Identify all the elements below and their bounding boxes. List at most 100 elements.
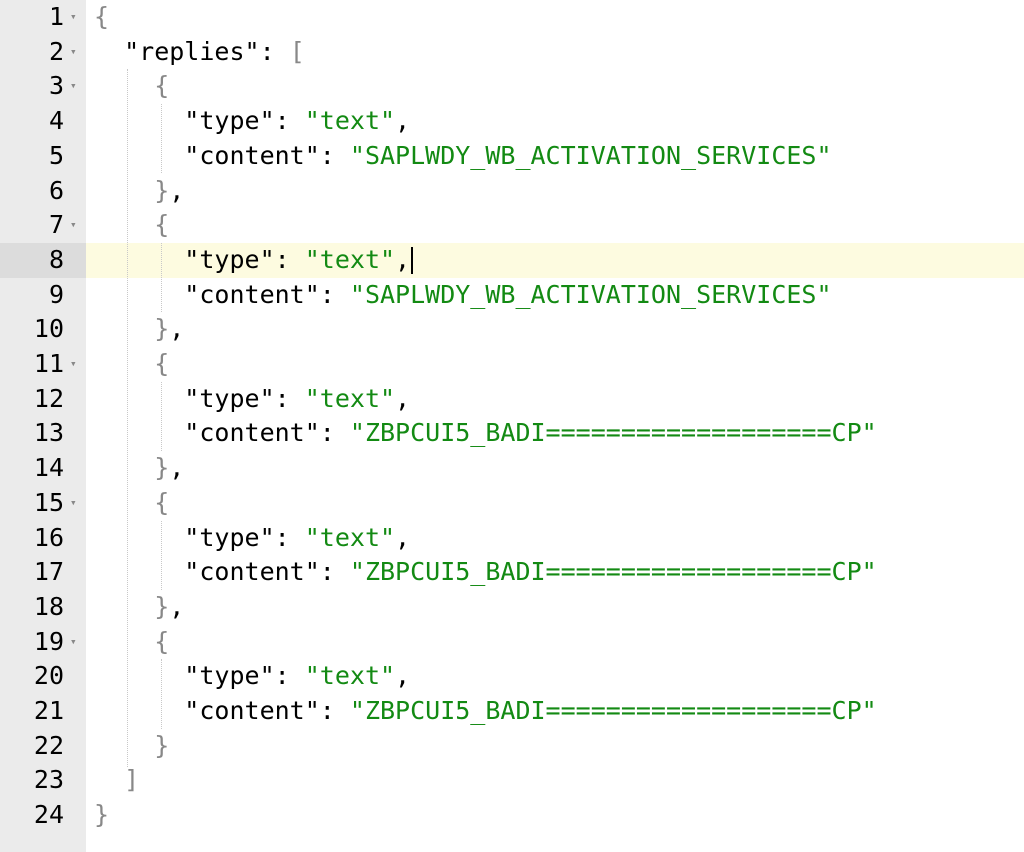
punctuation-token: , [169, 314, 185, 344]
line-number: 23 [33, 765, 64, 795]
punctuation-token: : [274, 244, 305, 274]
indent-guide [127, 69, 128, 768]
line-number-cell: 7▾ [0, 208, 86, 243]
line-number-gutter [0, 0, 86, 852]
line-number: 3 [48, 71, 64, 101]
line-number: 9 [48, 279, 64, 309]
line-number: 8 [48, 244, 64, 274]
chevron-down-icon[interactable]: ▾ [70, 44, 77, 58]
code-text[interactable]: { [94, 208, 169, 243]
code-line[interactable]: 7▾ { [0, 208, 1024, 243]
string-token: "text" [304, 383, 396, 413]
code-text[interactable]: "content": "ZBPCUI5_BADI================… [94, 555, 876, 590]
line-number-cell: 11▾ [0, 347, 86, 382]
chevron-down-icon[interactable]: ▾ [70, 495, 77, 509]
code-line[interactable]: 4 "type": "text", [0, 104, 1024, 139]
chevron-down-icon[interactable]: ▾ [70, 10, 77, 23]
code-text[interactable]: }, [94, 312, 184, 347]
line-number: 5 [48, 140, 64, 170]
code-text[interactable]: } [94, 798, 109, 833]
code-line[interactable]: 14 }, [0, 451, 1024, 486]
key-token: "type" [94, 383, 275, 413]
line-number: 7 [48, 210, 64, 240]
punctuation-token: , [395, 522, 411, 552]
code-text[interactable]: "type": "text", [94, 521, 410, 556]
code-line[interactable]: 8 "type": "text", [0, 242, 1024, 278]
code-text[interactable]: "type": "text", [94, 243, 414, 278]
key-token: "content" [94, 557, 320, 587]
line-number-cell: 21 [0, 694, 86, 729]
code-text[interactable]: { [94, 69, 169, 104]
code-line[interactable]: 2▾ "replies": [ [0, 35, 1024, 70]
code-text[interactable]: "content": "SAPLWDY_WB_ACTIVATION_SERVIC… [94, 278, 832, 313]
line-number-cell: 14 [0, 451, 86, 486]
punctuation-token: : [319, 696, 350, 725]
bracket-token: } [94, 591, 170, 621]
code-line[interactable]: 9 "content": "SAPLWDY_WB_ACTIVATION_SERV… [0, 278, 1024, 313]
code-text[interactable]: } [94, 729, 169, 764]
line-number-cell: 1▾ [0, 0, 86, 35]
code-line[interactable]: 15▾ { [0, 486, 1024, 521]
code-text[interactable]: "replies": [ [94, 35, 305, 70]
chevron-down-icon[interactable]: ▾ [70, 218, 77, 232]
code-text[interactable]: "type": "text", [94, 382, 410, 417]
bracket-token: } [94, 175, 170, 205]
code-text[interactable]: "content": "ZBPCUI5_BADI================… [94, 694, 876, 729]
code-line[interactable]: 24} [0, 798, 1024, 833]
code-text[interactable]: "type": "text", [94, 104, 410, 139]
punctuation-token: , [169, 175, 185, 205]
code-text[interactable]: }, [94, 590, 184, 625]
code-line[interactable]: 16 "type": "text", [0, 521, 1024, 556]
chevron-down-icon[interactable]: ▾ [70, 634, 77, 648]
code-line[interactable]: 22 } [0, 729, 1024, 764]
code-line[interactable]: 12 "type": "text", [0, 382, 1024, 417]
code-line[interactable]: 10 }, [0, 312, 1024, 347]
bracket-token: { [94, 349, 170, 378]
punctuation-token: , [395, 661, 411, 691]
string-token: "SAPLWDY_WB_ACTIVATION_SERVICES" [349, 279, 832, 309]
code-line[interactable]: 18 }, [0, 590, 1024, 625]
code-line[interactable]: 3 ▾ { [0, 69, 1024, 104]
chevron-down-icon[interactable]: ▾ [70, 79, 77, 93]
code-line[interactable]: 11▾ { [0, 347, 1024, 382]
indent-guide [161, 659, 162, 729]
code-text[interactable]: { [94, 347, 169, 382]
code-line[interactable]: 6 }, [0, 174, 1024, 209]
indent-guide [161, 104, 162, 174]
code-text[interactable]: "content": "ZBPCUI5_BADI================… [94, 416, 876, 451]
line-number-cell: 13 [0, 416, 86, 451]
code-line[interactable]: 23 ] [0, 763, 1024, 798]
line-number-cell: 6 [0, 174, 86, 209]
line-number: 16 [33, 522, 64, 552]
code-text[interactable]: { [94, 625, 169, 660]
code-line[interactable]: 5 "content": "SAPLWDY_WB_ACTIVATION_SERV… [0, 139, 1024, 174]
line-number-cell: 5 [0, 139, 86, 174]
code-text[interactable]: }, [94, 174, 184, 209]
code-text[interactable]: { [94, 486, 169, 521]
line-number: 12 [33, 383, 64, 413]
line-number: 17 [33, 557, 64, 587]
code-line[interactable]: 21 "content": "ZBPCUI5_BADI=============… [0, 694, 1024, 729]
code-line[interactable]: 13 "content": "ZBPCUI5_BADI=============… [0, 416, 1024, 451]
line-number-cell: 20 [0, 659, 86, 694]
code-line[interactable]: 17 "content": "ZBPCUI5_BADI=============… [0, 555, 1024, 590]
code-text[interactable]: { [94, 0, 109, 35]
code-text[interactable]: }, [94, 451, 184, 486]
code-text[interactable]: "content": "SAPLWDY_WB_ACTIVATION_SERVIC… [94, 139, 832, 174]
code-line[interactable]: 20 "type": "text", [0, 659, 1024, 694]
punctuation-token: : [274, 522, 305, 552]
line-number: 21 [33, 696, 64, 725]
bracket-token: { [94, 487, 170, 517]
code-text[interactable]: ] [94, 763, 139, 798]
code-text[interactable]: "type": "text", [94, 659, 410, 694]
bracket-token: ] [94, 765, 140, 795]
code-line[interactable]: 1▾{ [0, 0, 1024, 35]
key-token: "replies" [94, 36, 260, 66]
line-number: 18 [33, 591, 64, 621]
string-token: "SAPLWDY_WB_ACTIVATION_SERVICES" [349, 140, 832, 170]
line-number-cell: 4 [0, 104, 86, 139]
code-line[interactable]: 19▾ { [0, 625, 1024, 660]
indent-guide [161, 381, 162, 452]
chevron-down-icon[interactable]: ▾ [70, 357, 77, 370]
